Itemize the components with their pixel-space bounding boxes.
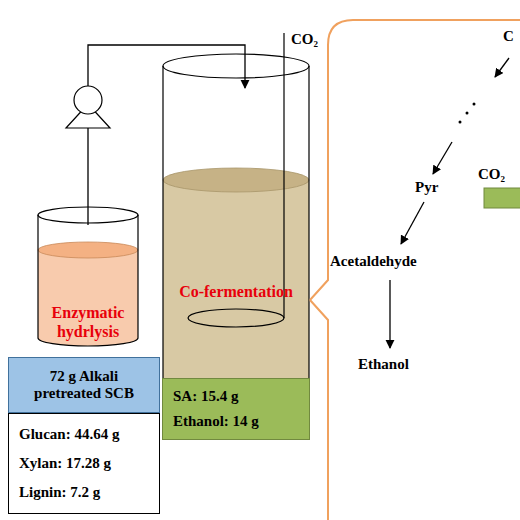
gas-recycle-tube — [283, 33, 284, 318]
fermenter-wall — [163, 66, 309, 400]
pathway-arrow — [433, 142, 452, 174]
metabolite-label: Pyr — [415, 179, 438, 196]
gas-label: CO₂ — [478, 166, 505, 183]
node-text: Xylan: 17.28 g — [19, 455, 111, 472]
product-box: SA: 15.4 g Ethanol: 14 g — [162, 378, 310, 440]
pathway-dots — [459, 121, 462, 124]
beaker-wall — [38, 215, 138, 346]
node-text: Lignin: 7.2 g — [19, 484, 100, 501]
metabolite-label: Acetaldehyde — [330, 253, 417, 270]
pathway-arrow — [401, 202, 424, 244]
fermenter-rim — [163, 54, 309, 78]
node-text: Glucan: 44.64 g — [19, 426, 119, 443]
gas-label: CO₂ — [291, 31, 318, 48]
fermenter-vessel: Co-fermentation — [163, 88, 309, 378]
feedstock-box: 72 g Alkali pretreated SCB — [8, 357, 160, 413]
pathway-arrow — [389, 280, 390, 348]
metabolite-label: Ethanol — [358, 356, 409, 373]
pump-symbol — [74, 86, 102, 114]
node-text: 72 g Alkali pretreated SCB — [23, 368, 145, 403]
composition-box: Glucan: 44.64 g Xylan: 17.28 g Lignin: 7.2… — [8, 413, 160, 514]
enzyme-box — [484, 188, 520, 208]
pathway-arrow — [495, 58, 509, 77]
liquid-surface — [38, 242, 138, 258]
metabolite-label: C — [503, 28, 514, 45]
broth-surface — [163, 168, 309, 192]
node-text: Enzymatic hydrlysis — [42, 304, 134, 341]
zoom-outline — [310, 20, 520, 520]
hydrolysate-liquid — [38, 250, 138, 346]
hydrolysis-beaker: Enzymatic hydrlysis — [38, 225, 138, 345]
pathway-dots — [466, 112, 469, 115]
gas-sparger-ring — [188, 309, 284, 327]
beaker-rim — [38, 207, 138, 223]
node-text: SA: 15.4 g — [173, 388, 238, 405]
pathway-dots — [473, 103, 476, 106]
node-text: Co-fermentation — [179, 283, 293, 301]
node-text: Ethanol: 14 g — [173, 413, 259, 430]
